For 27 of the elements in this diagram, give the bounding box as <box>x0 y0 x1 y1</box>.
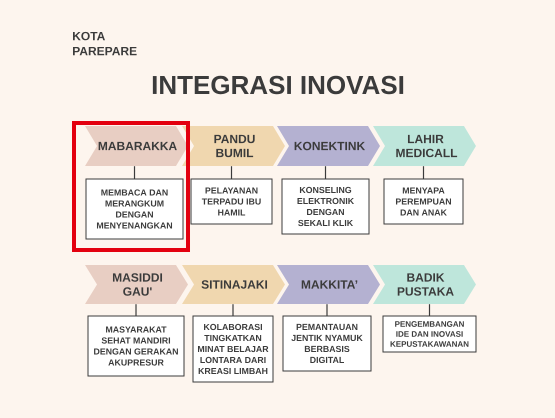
place-name: KOTA PAREPARE <box>73 32 137 56</box>
connector-line <box>326 304 328 316</box>
description-box: MEMBACA DAN MERANGKUM DENGAN MENYENANGKAN <box>86 178 184 240</box>
description-box: MENYAPA PEREMPUAN DAN ANAK <box>384 178 464 224</box>
step-banner: MASIDDI GAU' <box>85 265 188 304</box>
description-box: KOLABORASI TINGKATKAN MINAT BELAJAR LONTARA DARI KREASI LIMBAH <box>192 316 274 382</box>
description-box: PENGEMBANGAN IDE DAN INOVASI KEPUSTAKAWANAN <box>382 316 476 352</box>
description-box: PEMANTAUAN JENTIK NYAMUK BERBASIS DIGITAL <box>282 316 372 372</box>
connector-line <box>230 166 232 178</box>
step-banner: PANDU BUMIL <box>182 126 285 166</box>
connector-line <box>232 304 234 316</box>
step-banner: SITINAJAKI <box>182 265 285 304</box>
description-box: PELAYANAN TERPADU IBU HAMIL <box>190 178 272 224</box>
title: INTEGRASI INOVASI <box>152 76 404 94</box>
connector-line <box>324 166 326 178</box>
step-banner: BADIK PUSTAKA <box>373 265 476 304</box>
step-banner: KONEKTINK <box>277 126 380 166</box>
connector-line <box>422 166 424 178</box>
description-box: MASYARAKAT SEHAT MANDIRI DENGAN GERAKAN AKUPRESUR <box>88 316 184 376</box>
description-box: KONSELING ELEKTRONIK DENGAN SEKALI KLIK <box>282 178 370 234</box>
connector-line <box>428 304 430 316</box>
connector-line <box>135 304 137 316</box>
step-banner: MABARAKKA <box>85 126 188 166</box>
step-banner: MAKKITA’ <box>277 265 380 304</box>
highlight-frame <box>72 121 190 252</box>
connector-line <box>134 166 136 178</box>
step-banner: LAHIR MEDICALL <box>373 126 476 166</box>
